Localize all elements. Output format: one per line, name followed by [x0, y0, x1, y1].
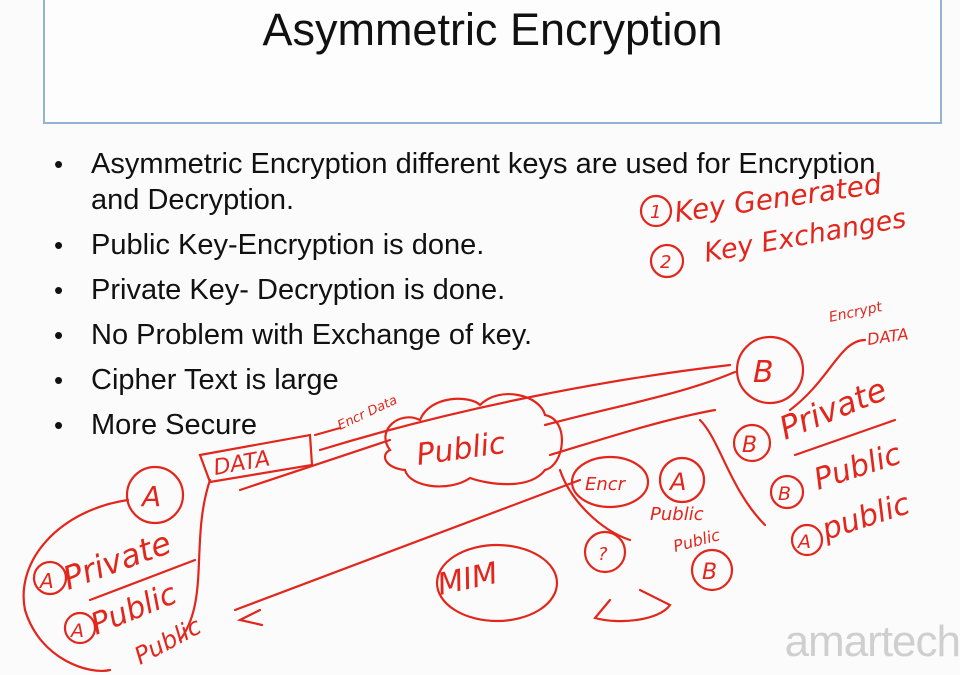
- node-a-right-label: A: [668, 468, 686, 496]
- encr-data-note: Encr Data: [335, 393, 399, 434]
- unknown-circle: [583, 530, 627, 574]
- a-keyring-outline: [22, 498, 130, 672]
- bullet-item: Private Key- Decryption is done.: [52, 272, 891, 308]
- title-box: Asymmetric Encryption: [43, 0, 942, 124]
- public-cloud: [383, 393, 563, 488]
- node-a-label: A: [140, 480, 161, 513]
- decrypt-note: Encrypt: [828, 299, 884, 326]
- node-a-right-circle: [658, 456, 706, 504]
- arrow-to-b: [318, 363, 732, 452]
- bullet-item: Cipher Text is large: [52, 362, 891, 398]
- node-b-bottom-label: B: [702, 560, 717, 585]
- key-owner-label: A: [69, 620, 84, 642]
- encr-circle: [570, 455, 650, 509]
- node-b-circle: [735, 335, 805, 405]
- bullet-list: Asymmetric Encryption different keys are…: [52, 146, 891, 452]
- arrow: [698, 418, 767, 527]
- arrow: [313, 426, 342, 437]
- node-b-bottom-circle: [690, 548, 734, 592]
- a-public-key-at-b: public: [817, 486, 915, 548]
- mim-circle: [435, 543, 559, 623]
- key-owner-circle: [63, 611, 97, 645]
- bullet-item: Asymmetric Encryption different keys are…: [52, 146, 891, 218]
- key-owner-circle: [790, 523, 824, 557]
- arrow: [558, 468, 632, 542]
- slide-title: Asymmetric Encryption: [262, 4, 723, 55]
- number-circle: [649, 243, 685, 279]
- arrowhead: [236, 608, 264, 627]
- node-b-small-circle: [732, 423, 772, 463]
- person-shape: [593, 588, 672, 623]
- arrow-back: [233, 478, 582, 612]
- key-owner-label: B: [778, 483, 791, 505]
- bullet-item: Public Key-Encryption is done.: [52, 227, 891, 263]
- key-owner-label: A: [38, 569, 54, 593]
- list-number: 2: [660, 252, 671, 273]
- key-owner-circle: [32, 560, 68, 596]
- number-circle: [639, 194, 673, 228]
- bullet-item: No Problem with Exchange of key.: [52, 317, 891, 353]
- arrow: [548, 408, 717, 457]
- node-b-small-label: B: [742, 433, 757, 458]
- key-owner-label: A: [796, 531, 811, 553]
- node-b-label: B: [753, 355, 774, 390]
- a-keyring-outline: [178, 478, 212, 642]
- underline: [88, 558, 197, 602]
- decrypt-data-note: DATA: [866, 324, 910, 349]
- key-owner-circle: [769, 474, 805, 510]
- underline: [793, 418, 897, 457]
- bullet-item: More Secure: [52, 407, 891, 443]
- unknown-label: ?: [598, 544, 608, 565]
- encr-label: Encr: [585, 474, 627, 495]
- arrow: [238, 438, 392, 492]
- watermark: amartech: [784, 617, 960, 666]
- list-number: 1: [650, 202, 661, 223]
- arrow: [788, 338, 867, 412]
- arrow-to-b: [543, 370, 737, 427]
- public-small-note: Public: [650, 504, 704, 525]
- node-a-circle: [125, 465, 185, 525]
- cloud-label: Public: [414, 426, 508, 473]
